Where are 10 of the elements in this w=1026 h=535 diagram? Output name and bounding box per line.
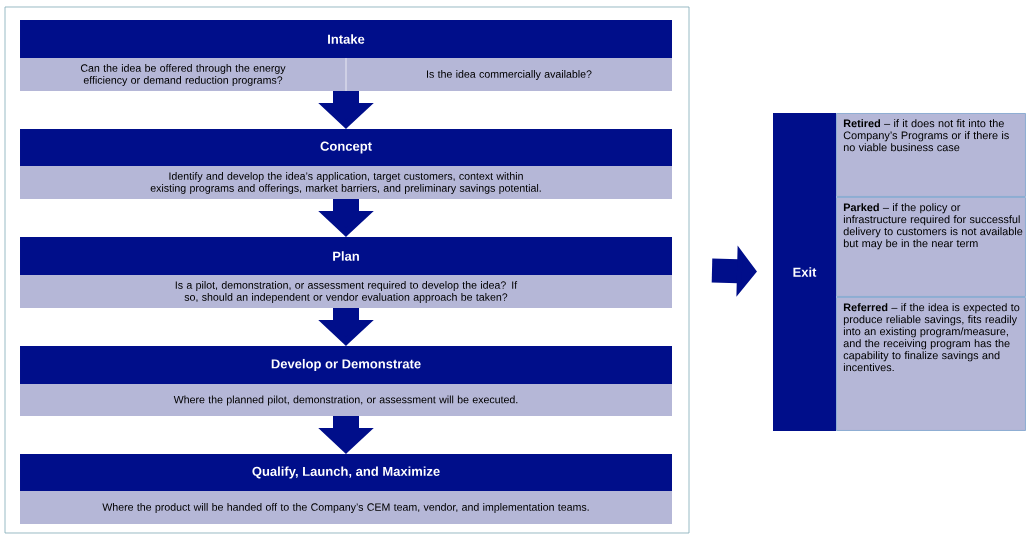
- outcome-cell: Referred – if the idea is expected to produce reliable savings, fits readily into an existing program/measure, and the receiving program has the capability to finalize savings and incentives.: [836, 297, 1026, 431]
- exit-panel: Exit: [773, 113, 836, 431]
- outcome-cell: Parked – if the policy or infrastructure required for successful delivery to customers is not available but may be in the near term: [836, 197, 1026, 297]
- stage-box: Intake Can the idea be offered through the energy efficiency or demand reduction programs? Is the idea commercially available?: [20, 20, 672, 92]
- stage-box: Qualify, Launch, and Maximize Where the product will be handed off to the Company’s CEM team, vendor, and implementation teams.: [20, 454, 672, 524]
- frame: [4, 6, 690, 534]
- outcome-cell: Retired – if it does not fit into the Company’s Programs or if there is no viable business case: [836, 113, 1026, 197]
- stage-box: Plan Is a pilot, demonstration, or assessment required to develop the idea? If so, should an independent or vendor evaluation approach be taken?: [20, 237, 672, 308]
- stage-box: Develop or Demonstrate Where the planned pilot, demonstration, or assessment will be executed.: [20, 346, 672, 416]
- stage-box: Concept Identify and develop the idea’s application, target customers, context within existing programs and offerings, market barriers, and preliminary savings potential.: [20, 129, 672, 199]
